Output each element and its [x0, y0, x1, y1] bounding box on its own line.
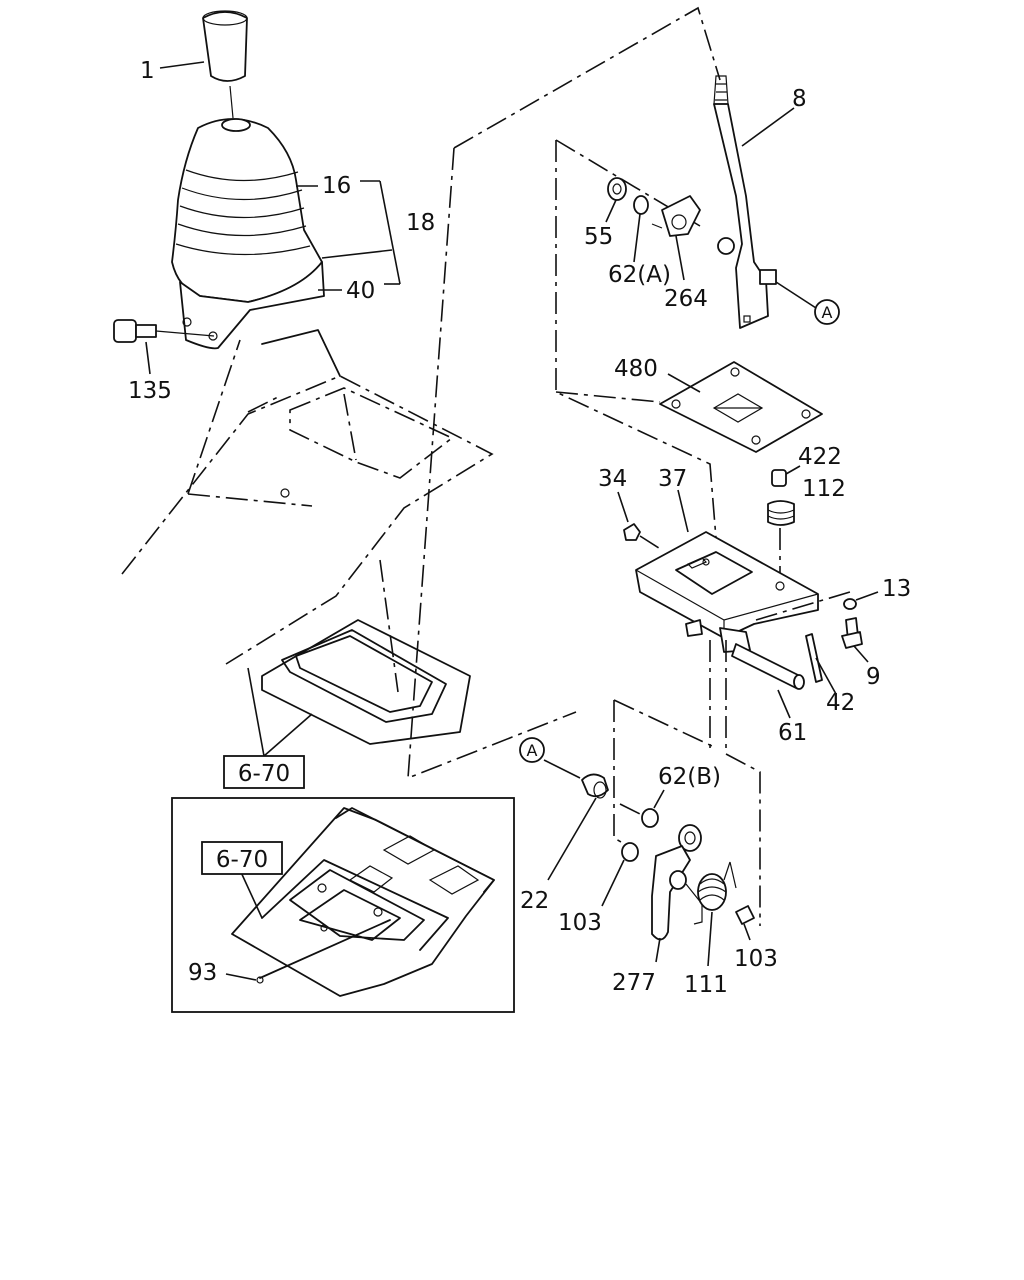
lower-boundary: [613, 640, 761, 926]
callout-42: 42: [826, 690, 855, 716]
bushing-22: [543, 759, 609, 881]
callout-480: 480: [614, 356, 658, 382]
ref-a-top-circle: [814, 299, 840, 325]
section-ref-main-label: 6-70: [238, 761, 290, 787]
bushing-spring: [767, 465, 801, 586]
shift-knob: [159, 10, 248, 119]
section-ref-inset: [201, 841, 283, 875]
bolt-135: [113, 319, 215, 375]
section-ref-inset-label: 6-70: [216, 847, 268, 873]
callout-264: 264: [664, 286, 708, 312]
inset-cab-floor: [225, 807, 495, 997]
callout-62b: 62(B): [658, 764, 721, 790]
callout-9: 9: [866, 664, 881, 690]
callout-1: 1: [140, 58, 155, 84]
callout-103-left: 103: [558, 910, 602, 936]
spring-111: [697, 861, 737, 967]
callout-103-right: 103: [734, 946, 778, 972]
callout-62a: 62(A): [608, 262, 671, 288]
inset-frame: [171, 797, 515, 1013]
shift-boot: [171, 118, 401, 350]
lever-fittings: [605, 177, 735, 281]
callout-93: 93: [188, 960, 217, 986]
callout-40: 40: [346, 278, 375, 304]
pin-42: [805, 633, 837, 695]
callout-34: 34: [598, 466, 627, 492]
callout-277: 277: [612, 970, 656, 996]
ref-a-bottom-label: A: [527, 741, 538, 760]
callout-13: 13: [882, 576, 911, 602]
assembly-boundary: [407, 6, 721, 780]
base-bracket-37: [635, 489, 851, 653]
callout-16: 16: [322, 173, 351, 199]
callout-422: 422: [798, 444, 842, 470]
lever-277: [601, 824, 703, 963]
callout-112: 112: [802, 476, 846, 502]
callout-111: 111: [684, 972, 728, 998]
callout-55: 55: [584, 224, 613, 250]
bushing-103-right: [735, 905, 755, 941]
nut-34: [617, 491, 663, 551]
callout-61: 61: [778, 720, 807, 746]
ref-a-bottom-circle: [519, 737, 545, 763]
callout-135: 135: [128, 378, 172, 404]
section-ref-main: [223, 755, 305, 789]
shift-lever: [713, 75, 817, 329]
washer-62b: [619, 789, 665, 828]
washer-bolt: [841, 591, 879, 663]
callout-18: 18: [406, 210, 435, 236]
ref-a-top-label: A: [822, 303, 833, 322]
floor-panel: [121, 329, 494, 757]
callout-22: 22: [520, 888, 549, 914]
shaft-61: [731, 643, 805, 719]
callout-8: 8: [792, 86, 807, 112]
callout-37: 37: [658, 466, 687, 492]
gasket-plate-480: [659, 361, 823, 453]
